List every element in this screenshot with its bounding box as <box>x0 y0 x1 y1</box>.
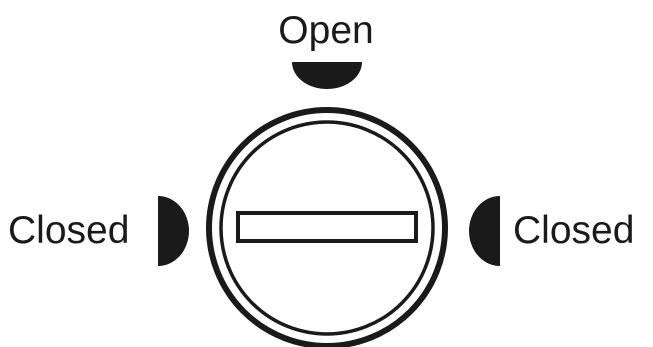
dial-slot <box>236 211 418 243</box>
open-label: Open <box>278 9 373 52</box>
closed-label-left: Closed <box>8 209 129 252</box>
closed-indicator-left-icon <box>158 196 189 266</box>
dial-knob <box>206 107 448 347</box>
closed-label-right: Closed <box>513 209 634 252</box>
closed-indicator-right-icon <box>469 196 500 266</box>
open-indicator-icon <box>292 62 362 89</box>
